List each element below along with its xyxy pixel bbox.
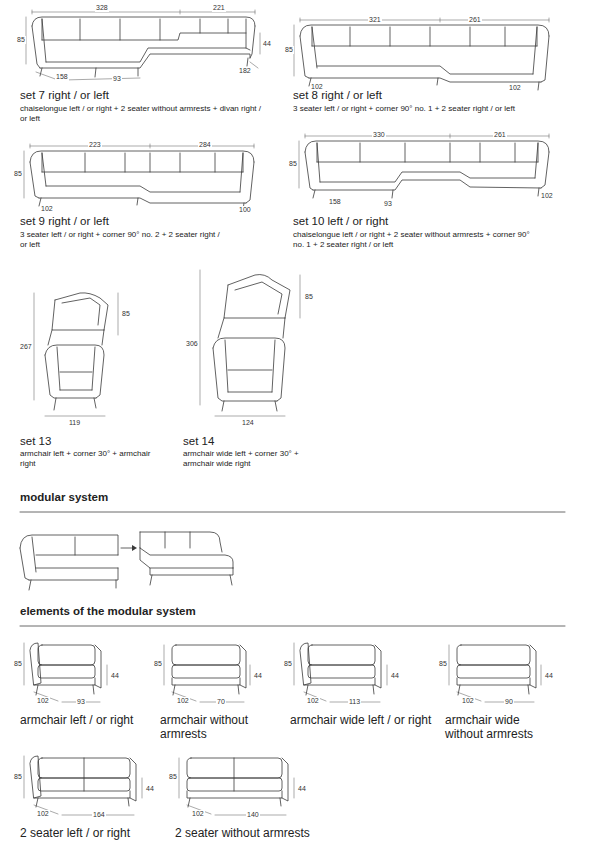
- dimension-label: 223: [88, 141, 102, 149]
- dimension-label: 102: [191, 810, 205, 818]
- armchair-drawing: [294, 643, 387, 702]
- dimension-lines: [24, 144, 254, 198]
- dimension-label: 85: [153, 660, 163, 668]
- element-name: 2 seater without armrests: [175, 826, 335, 840]
- dimension-label: 85: [288, 160, 298, 168]
- set-title: set 9 right / or left: [20, 215, 109, 228]
- sofa-drawing: [32, 17, 255, 77]
- dimension-label: 85: [304, 293, 314, 301]
- element-name: armchair wide left / or right: [290, 713, 440, 727]
- dimension-label: 140: [246, 811, 260, 819]
- dimension-label: 164: [92, 811, 106, 819]
- section-heading: elements of the modular system: [20, 605, 196, 618]
- dimension-label: 85: [13, 170, 23, 178]
- dimension-label: 102: [36, 697, 50, 705]
- dimension-label: 93: [112, 75, 122, 83]
- element-name: armchair wide without armrests: [445, 713, 555, 741]
- sofa-drawing: [300, 25, 549, 90]
- dimension-label: 102: [36, 810, 50, 818]
- dimension-label: 85: [121, 310, 131, 318]
- armchair-drawing: [24, 643, 107, 702]
- set-title: set 8 right / or left: [293, 89, 382, 102]
- element-name: armchair left / or right: [20, 713, 155, 727]
- dimension-label: 306: [185, 340, 199, 348]
- dimension-label: 261: [493, 131, 507, 139]
- dimension-label: 321: [368, 16, 382, 24]
- sofa-drawing: [45, 293, 108, 410]
- dimension-label: 113: [348, 698, 361, 706]
- set-title: set 7 right / or left: [20, 89, 109, 102]
- dimension-lines: [294, 18, 549, 76]
- sofa-drawing: [24, 756, 142, 815]
- set-description: chaiselongue left / or right + 2 seater …: [293, 230, 538, 250]
- dimension-label: 100: [238, 206, 252, 214]
- armchair-drawing: [164, 645, 250, 702]
- set-description: armchair left + corner 30° + armchair ri…: [20, 449, 160, 469]
- set-title: set 10 left / or right: [293, 215, 388, 228]
- dimension-label: 44: [544, 672, 554, 680]
- element-name: 2 seater left / or right: [20, 826, 170, 840]
- set-description: armchair wide left + corner 30° + armcha…: [183, 449, 323, 469]
- dimension-label: 102: [306, 697, 320, 705]
- dimension-lines: [34, 293, 118, 416]
- dimension-label: 261: [468, 16, 482, 24]
- dimension-label: 44: [390, 672, 400, 680]
- dimension-label: 85: [16, 36, 26, 44]
- set-title: set 14: [183, 435, 214, 448]
- sofa-drawing: [305, 141, 549, 198]
- dimension-label: 102: [176, 697, 190, 705]
- dimension-label: 330: [372, 131, 386, 139]
- dimension-label: 44: [253, 672, 263, 680]
- dimension-label: 124: [241, 419, 255, 427]
- dimension-label: 44: [297, 785, 307, 793]
- dimension-label: 44: [110, 672, 120, 680]
- dimension-label: 102: [40, 205, 54, 213]
- dimension-label: 182: [238, 67, 252, 75]
- dimension-label: 85: [13, 660, 23, 668]
- set-description: 3 seater left / or right + corner 90° no…: [20, 230, 225, 250]
- sofa-drawing: [179, 758, 294, 815]
- dimension-label: 102: [540, 192, 554, 200]
- modular-drawing: [20, 532, 233, 590]
- section-rule: [20, 512, 565, 513]
- dimension-label: 44: [145, 785, 155, 793]
- dimension-label: 93: [76, 698, 86, 706]
- dimension-label: 85: [168, 773, 178, 781]
- dimension-label: 90: [504, 698, 514, 706]
- sofa-drawing: [30, 151, 254, 210]
- sofa-drawing: [213, 275, 290, 411]
- section-rule: [20, 626, 565, 627]
- dimension-lines: [200, 270, 300, 416]
- armchair-drawing: [449, 645, 541, 702]
- section-heading: modular system: [20, 491, 108, 504]
- dimension-label: 85: [438, 660, 448, 668]
- dimension-label: 158: [328, 198, 342, 206]
- dimension-label: 267: [19, 343, 33, 351]
- element-name: armchair without armrests: [160, 713, 260, 741]
- dimension-label: 221: [212, 4, 226, 12]
- dimension-label: 70: [216, 698, 226, 706]
- dimension-label: 85: [13, 773, 23, 781]
- dimension-lines: [26, 10, 260, 80]
- dimension-label: 158: [55, 73, 69, 81]
- dimension-label: 284: [198, 141, 212, 149]
- dimension-label: 102: [508, 84, 522, 92]
- dimension-label: 44: [262, 40, 272, 48]
- dimension-label: 119: [68, 419, 81, 427]
- dimension-label: 85: [284, 46, 294, 54]
- dimension-label: 328: [95, 4, 109, 12]
- dimension-label: 85: [283, 660, 293, 668]
- set-title: set 13: [20, 435, 51, 448]
- set-description: chaiselongue left / or right + 2 seater …: [20, 104, 270, 124]
- set-description: 3 seater left / or right + corner 90° no…: [293, 104, 593, 114]
- dimension-lines: [299, 134, 549, 188]
- dimension-label: 102: [461, 697, 475, 705]
- dimension-label: 93: [383, 200, 393, 208]
